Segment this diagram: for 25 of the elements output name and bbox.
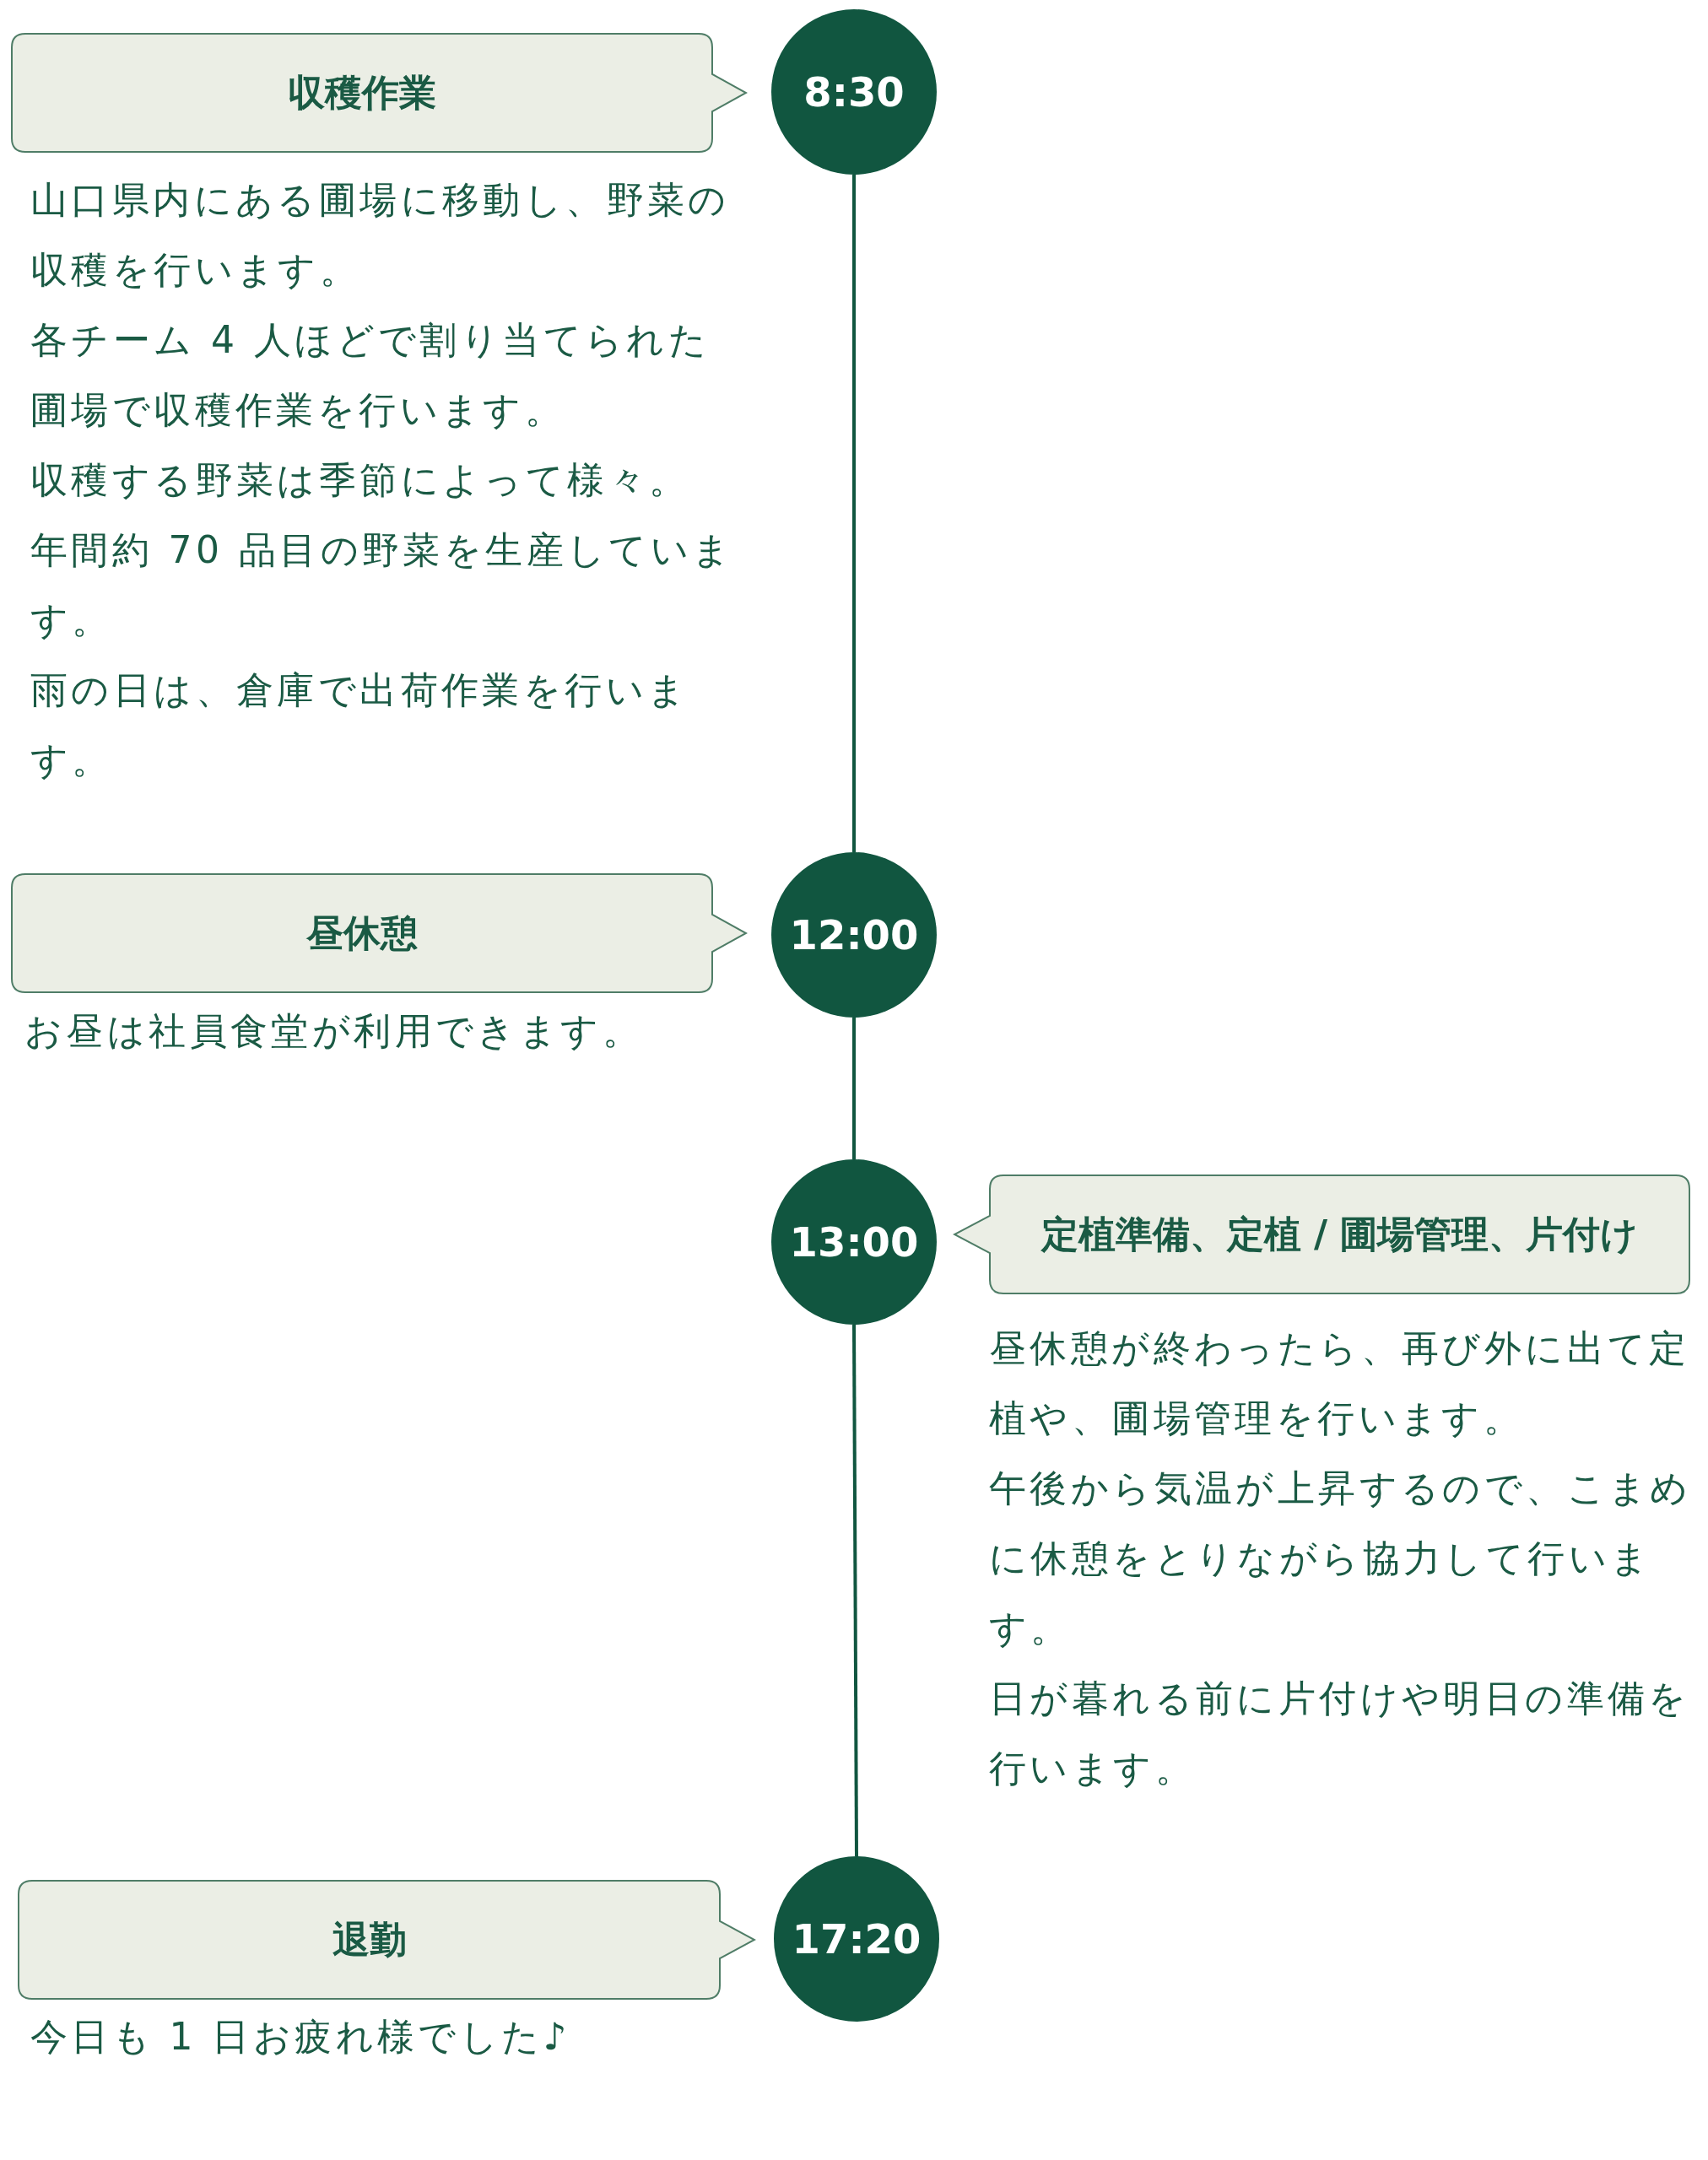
bubble-heading: 定植準備、定植 / 圃場管理、片付け bbox=[1040, 1211, 1640, 1257]
description-text: 年間約 70 品目の野菜を生産しています。 bbox=[30, 527, 735, 643]
speech-bubble bbox=[11, 33, 748, 153]
description-text: 昼休憩が終わったら、再び外に出て定植や、圃場管理を行います。 bbox=[989, 1326, 1691, 1441]
time-circle: 13:00 bbox=[771, 1159, 937, 1325]
bubble-heading: 昼休憩 bbox=[305, 910, 419, 956]
description-text: 各チーム 4 人ほどで割り当てられた圃場で収穫作業を行います。 bbox=[30, 317, 711, 433]
speech-bubble bbox=[953, 1174, 1690, 1294]
description-text: 日が暮れる前に片付けや明日の準備を行います。 bbox=[989, 1676, 1691, 1791]
description-text: 収穫する野菜は季節によって様々。 bbox=[30, 457, 691, 503]
speech-bubble bbox=[18, 1880, 756, 2000]
bubble-heading: 退勤 bbox=[331, 1916, 408, 1963]
description-text: 今日も 1 日お疲れ様でした♪ bbox=[30, 2014, 572, 2060]
description-text: 午後から気温が上昇するので、こまめに休憩をとりながら協力して行います。 bbox=[989, 1466, 1693, 1651]
description-text: 山口県内にある圃場に移動し、野菜の収穫を行います。 bbox=[30, 177, 731, 293]
timeline-line bbox=[852, 1325, 858, 1856]
description-text: お昼は社員食堂が利用できます。 bbox=[24, 1008, 644, 1054]
time-circle: 8:30 bbox=[771, 9, 937, 175]
timeline-line bbox=[852, 175, 856, 852]
bubble-heading: 収穫作業 bbox=[287, 69, 437, 116]
description-text: 雨の日は、倉庫で出荷作業を行います。 bbox=[30, 667, 690, 783]
time-circle: 12:00 bbox=[771, 852, 937, 1018]
time-circle: 17:20 bbox=[774, 1856, 939, 2022]
timeline-line bbox=[852, 1018, 856, 1159]
speech-bubble bbox=[11, 873, 748, 993]
